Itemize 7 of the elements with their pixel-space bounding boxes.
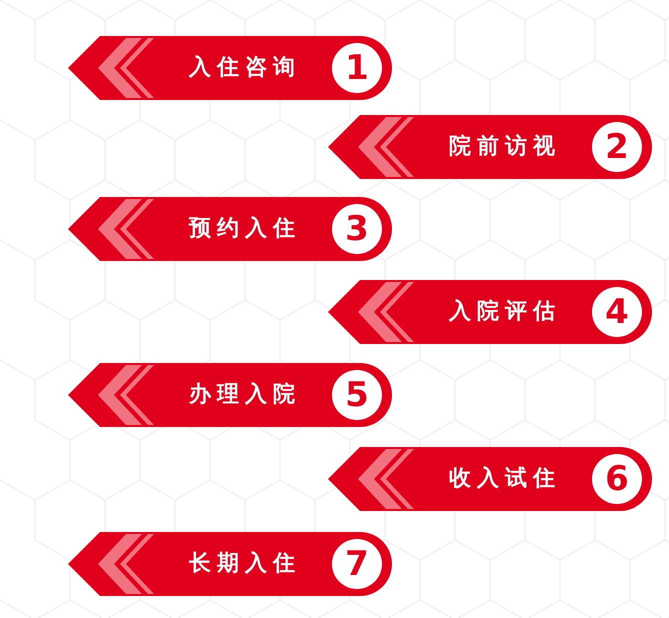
step-title: 入住咨询 xyxy=(188,54,302,82)
step-title: 预约入住 xyxy=(188,215,302,243)
step-title: 收入试住 xyxy=(448,465,562,493)
step-title: 办理入院 xyxy=(188,381,302,409)
step-title: 长期入住 xyxy=(188,550,302,578)
step-title: 院前访视 xyxy=(448,132,562,161)
step-title: 入院评估 xyxy=(448,298,562,326)
